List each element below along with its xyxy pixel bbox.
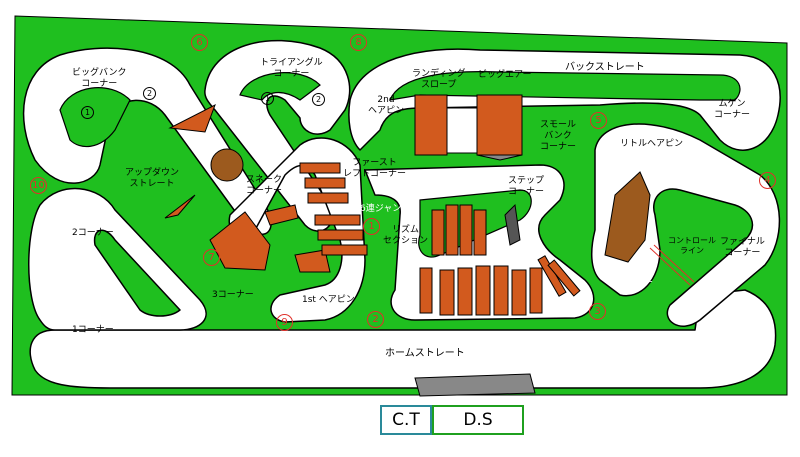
triangle-point-2: 2: [312, 93, 325, 106]
label-back-straight: バックストレート: [565, 62, 645, 73]
marker-1: 1: [363, 218, 380, 235]
dirt-mound-circle: [210, 148, 244, 182]
jump-bigair: [476, 94, 523, 156]
jump-snake: [264, 204, 299, 226]
six-jump-ladder: [299, 162, 368, 256]
label-six-jump: 6連ジャンプ: [360, 204, 411, 214]
marker-6: 6: [191, 34, 208, 51]
ct-box: C.T: [380, 405, 432, 435]
jumps: [164, 94, 651, 273]
jump-1st-hairpin: [294, 249, 331, 273]
label-2corner: 2コーナー: [72, 228, 114, 238]
label-control-line: コントロール ライン: [668, 236, 716, 255]
label-first-left: ファースト レフトコーナー: [343, 158, 407, 179]
label-mound: マウンド コーナー: [617, 267, 654, 288]
label-little-hairpin: リトルヘアピン: [620, 139, 684, 149]
label-bigbank: ビッグバンク コーナー: [72, 68, 127, 89]
track-left-inner: [93, 229, 181, 317]
triangle-point-1: 1: [261, 92, 274, 105]
island-bigbank: [59, 87, 131, 148]
rhythm-section: [419, 204, 581, 316]
control-line: [649, 244, 695, 286]
label-snake: スネーク コーナー: [246, 175, 283, 196]
ds-box: D.S: [432, 405, 524, 435]
jump-step: [504, 203, 521, 246]
label-rhythm: リズム セクション: [383, 225, 429, 246]
label-1st-hairpin: 1st ヘアピン: [302, 295, 355, 305]
marker-10: 10: [30, 177, 47, 194]
label-triangle: トライアングル コーナー: [260, 58, 323, 79]
marker-7: 7: [203, 249, 220, 266]
jump-landing-gap: [446, 107, 478, 154]
label-small-bank: スモール バンク コーナー: [540, 120, 577, 152]
label-big-air: ビッグエアー: [478, 70, 532, 80]
island-back: [389, 71, 741, 101]
marker-8: 8: [350, 34, 367, 51]
label-2nd-hairpin: 2nd ヘアピン: [368, 95, 405, 116]
label-mugen: ムゲン コーナー: [714, 99, 751, 120]
label-1corner: 1コーナー: [72, 325, 114, 335]
jump-bigbank: [168, 103, 216, 133]
marker-2: 2: [367, 311, 384, 328]
jump-landing: [414, 94, 448, 156]
marker-3: 3: [589, 303, 606, 320]
label-final: ファイナル コーナー: [720, 237, 765, 258]
mound: [604, 171, 651, 263]
marker-9: 9: [276, 314, 293, 331]
marker-5: 5: [590, 112, 607, 129]
jump-3corner: [209, 211, 271, 271]
label-updown: アップダウン ストレート: [125, 168, 180, 189]
label-landing-slope: ランディング スロープ: [412, 69, 466, 90]
jump-updown: [164, 194, 196, 219]
grandstand: [414, 373, 536, 397]
label-step: ステップ コーナー: [508, 176, 545, 197]
label-home-straight: ホームストレート: [385, 348, 465, 359]
bigbank-point-2: 2: [143, 87, 156, 100]
bigbank-point-1: 1: [81, 106, 94, 119]
jump-bigair-shadow: [476, 154, 523, 161]
marker-4: 4: [759, 172, 776, 189]
label-3corner: 3コーナー: [212, 290, 254, 300]
